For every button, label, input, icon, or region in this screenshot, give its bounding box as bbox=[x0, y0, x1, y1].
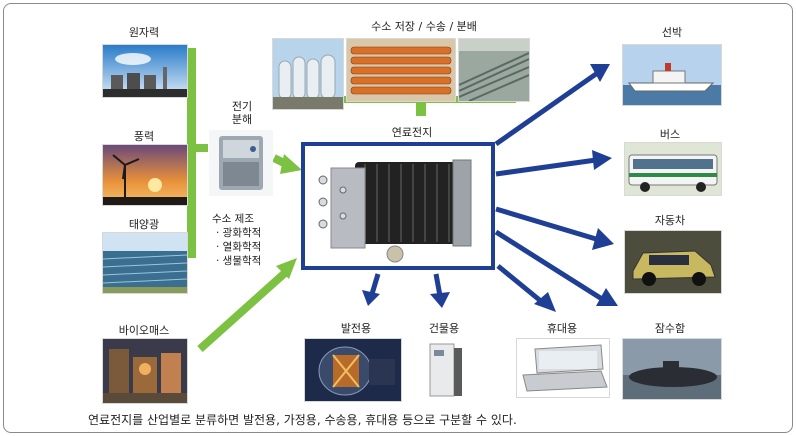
caption: 연료전지를 산업별로 분류하면 발전용, 가정용, 수송용, 휴대용 등으로 구… bbox=[88, 413, 517, 427]
production-method-biological: · 생물학적 bbox=[216, 255, 262, 267]
diagram-frame: 원자력 풍력 태양광 bbox=[3, 3, 793, 433]
arrows-layer bbox=[180, 48, 618, 352]
production-title: 수소 제조 bbox=[212, 213, 254, 225]
laptop-photo bbox=[516, 338, 610, 398]
label-wind: 풍력 bbox=[133, 130, 155, 143]
pipes-stack-photo bbox=[346, 38, 456, 102]
label-power-generation: 발전용 bbox=[340, 322, 372, 335]
production-method-thermochemical: · 열화학적 bbox=[216, 241, 262, 253]
fuel-cell-stack-photo bbox=[301, 142, 495, 270]
submarine-photo bbox=[622, 338, 722, 400]
fuel-cell-title: 연료전지 bbox=[391, 126, 433, 139]
car-photo bbox=[624, 230, 722, 294]
label-portable: 휴대용 bbox=[546, 322, 578, 335]
bus-photo bbox=[624, 142, 722, 196]
electrolyzer-photo bbox=[209, 130, 273, 196]
label-electrolysis-line1: 전기 bbox=[231, 100, 253, 113]
pipeline-photo bbox=[458, 38, 530, 102]
label-electrolysis-line2: 분해 bbox=[231, 113, 253, 126]
storage-title: 수소 저장 / 수송 / 분배 bbox=[371, 20, 477, 33]
generator-photo bbox=[304, 338, 402, 402]
label-car: 자동차 bbox=[654, 214, 686, 227]
nuclear-plant-photo bbox=[102, 44, 188, 98]
storage-tanks-photo bbox=[272, 38, 344, 110]
label-building: 건물용 bbox=[428, 322, 460, 335]
wind-turbine-photo bbox=[102, 144, 188, 206]
label-submarine: 잠수함 bbox=[654, 322, 686, 335]
biomass-plant-photo bbox=[102, 338, 188, 404]
label-solar: 태양광 bbox=[128, 218, 160, 231]
label-ship: 선박 bbox=[661, 26, 683, 39]
solar-panel-photo bbox=[102, 232, 188, 294]
building-unit-photo bbox=[420, 338, 468, 400]
production-method-photochemical: · 광화학적 bbox=[216, 227, 262, 239]
label-bus: 버스 bbox=[659, 128, 681, 141]
label-biomass: 바이오매스 bbox=[118, 324, 170, 337]
label-nuclear: 원자력 bbox=[128, 26, 160, 39]
blue-arrows bbox=[362, 64, 618, 312]
ship-photo bbox=[622, 44, 722, 106]
